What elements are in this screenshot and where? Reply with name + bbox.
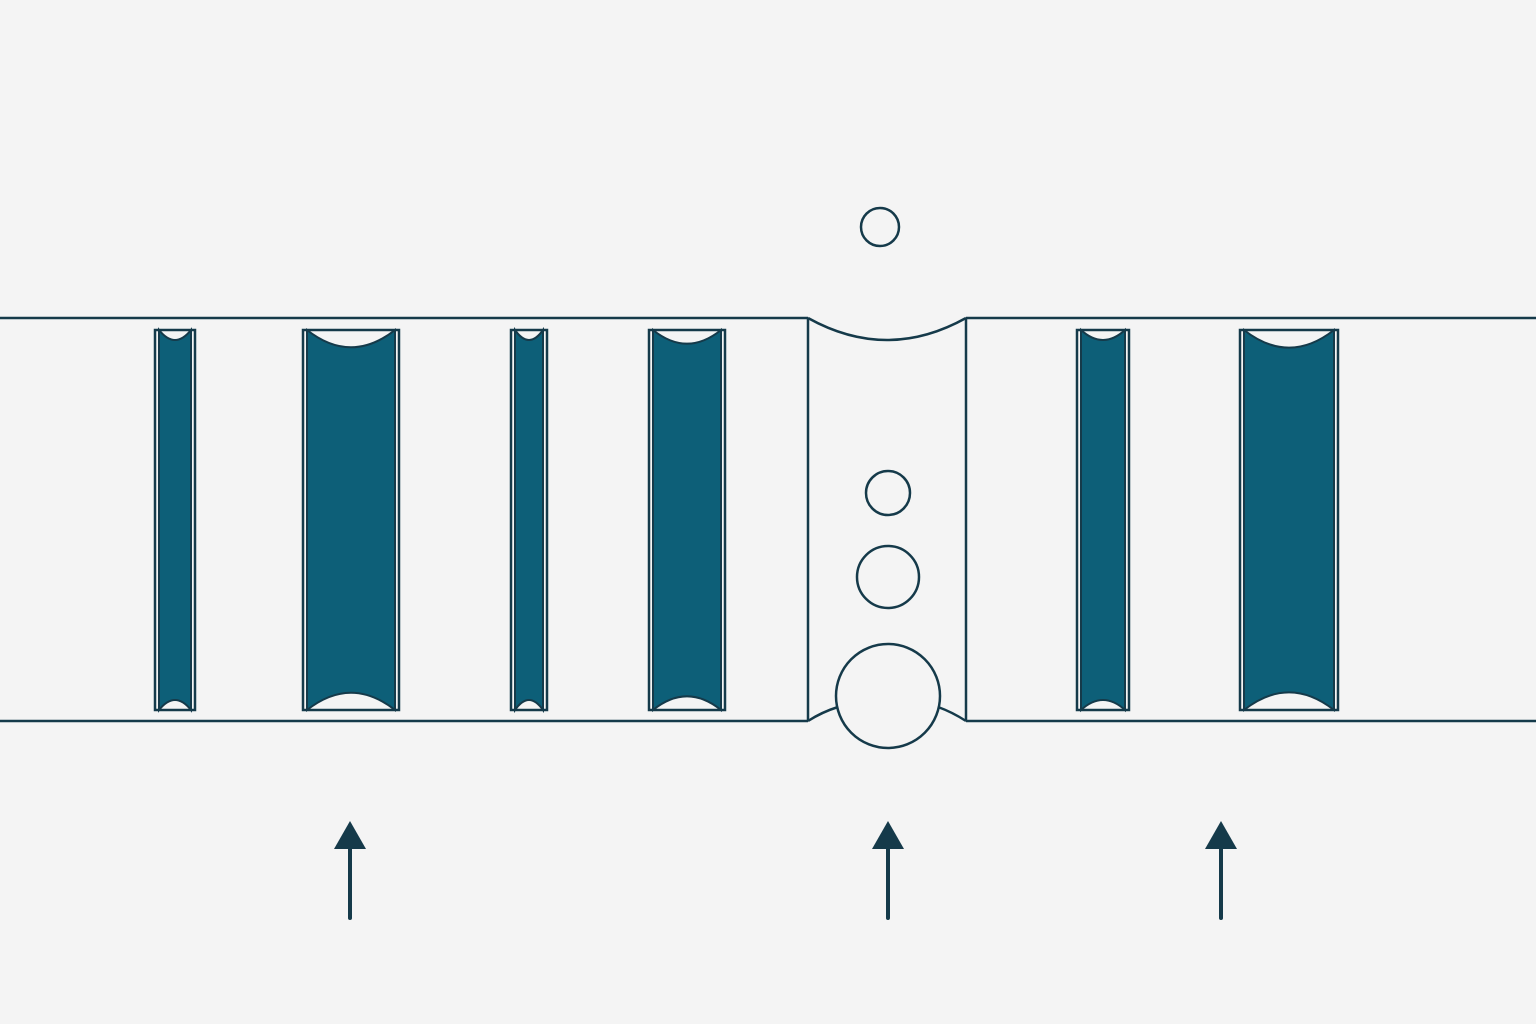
bubble-large [834, 642, 942, 750]
channel-6-fluid [1243, 327, 1335, 713]
pore-bottom-right-meniscus [937, 705, 967, 723]
central-pore [806, 316, 968, 723]
channel-1-fluid [158, 327, 192, 713]
bubble-group [834, 206, 942, 750]
arrow-up-left [334, 821, 366, 920]
arrow-group [334, 821, 1237, 920]
channel-3-fluid [514, 326, 544, 714]
bubble-small [864, 469, 912, 517]
bubble-escaped [859, 206, 901, 248]
channel-5-fluid [1080, 327, 1126, 713]
channel-4-fluid [652, 327, 722, 713]
pore-top-meniscus [807, 316, 967, 342]
pore-bottom-left-meniscus [807, 705, 839, 723]
membrane-band [0, 316, 1536, 723]
arrow-up-right [1205, 821, 1237, 920]
arrow-up-center [872, 821, 904, 920]
channel-2-fluid [306, 327, 396, 713]
channel-group [153, 326, 1340, 714]
bubble-medium [855, 544, 921, 610]
